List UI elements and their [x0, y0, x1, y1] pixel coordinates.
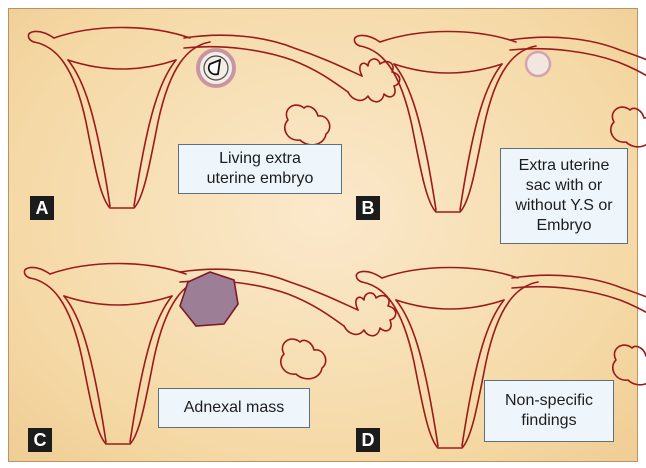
- caption-c: Adnexal mass: [158, 388, 310, 428]
- adnexal-mass: [180, 272, 238, 326]
- caption-d: Non-specific findings: [484, 380, 614, 442]
- panel-label-c: C: [28, 428, 52, 452]
- caption-a: Living extra uterine embryo: [178, 144, 342, 194]
- panel-label-d: D: [356, 428, 380, 452]
- tube-and-ovary: [512, 275, 646, 385]
- panel-label-b: B: [356, 196, 380, 220]
- panel-label-a: A: [30, 196, 54, 220]
- caption-b: Extra uterine sac with or without Y.S or…: [500, 148, 628, 244]
- empty-sac: [526, 52, 550, 76]
